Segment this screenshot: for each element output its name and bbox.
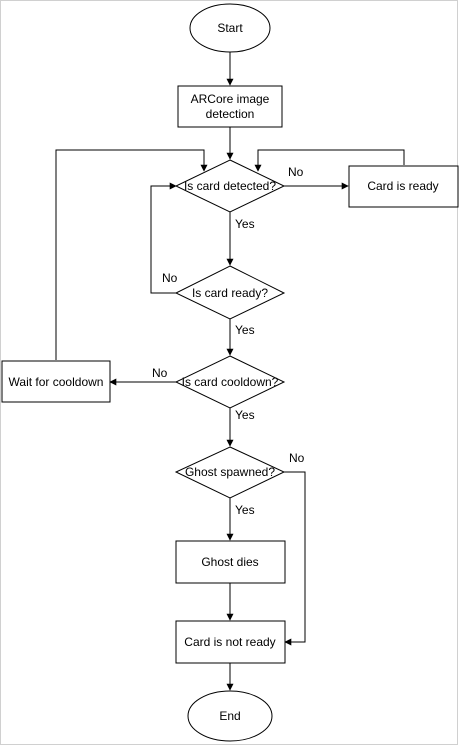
label-no-detected: No <box>288 165 304 179</box>
node-wait-cooldown-label: Wait for cooldown <box>9 375 104 389</box>
node-card-is-ready: Card is ready <box>348 165 459 208</box>
label-yes-ready: Yes <box>235 323 255 337</box>
edge-card-ready-loop-back <box>254 149 405 172</box>
edges <box>55 52 405 691</box>
node-end-label: End <box>219 709 240 723</box>
label-yes-ghost: Yes <box>235 503 255 517</box>
decision-card-detected-label: Is card detected? <box>184 179 276 193</box>
decision-ghost-spawned-label: Ghost spawned? <box>185 465 275 479</box>
decision-card-ready: Is card ready? <box>174 265 286 320</box>
edge-ready-no-loop-back <box>150 182 177 294</box>
node-arcore-detection-line1: ARCore image <box>191 92 270 106</box>
node-arcore-detection-line2: detection <box>206 107 255 121</box>
label-no-cooldown: No <box>152 366 168 380</box>
node-end: End <box>187 690 273 742</box>
decision-card-ready-label: Is card ready? <box>192 286 268 300</box>
node-ghost-dies-label: Ghost dies <box>201 555 258 569</box>
node-ghost-dies: Ghost dies <box>175 540 286 584</box>
decision-card-cooldown: Is card cooldown? <box>174 355 286 409</box>
edge-wait-loop-back <box>55 149 208 360</box>
node-arcore-detection: ARCore image detection <box>177 85 283 128</box>
decision-card-detected: Is card detected? <box>174 159 286 213</box>
node-card-not-ready: Card is not ready <box>175 620 286 664</box>
decision-card-cooldown-label: Is card cooldown? <box>182 375 279 389</box>
node-start-label: Start <box>217 21 243 35</box>
edge-ghost-no-to-not-ready <box>282 471 306 646</box>
label-yes-cooldown: Yes <box>235 408 255 422</box>
label-yes-detected: Yes <box>235 217 255 231</box>
decision-ghost-spawned: Ghost spawned? <box>174 446 286 499</box>
node-card-is-ready-label: Card is ready <box>367 179 438 193</box>
node-card-not-ready-label: Card is not ready <box>184 635 275 649</box>
label-no-ready: No <box>162 271 178 285</box>
node-start: Start <box>189 3 271 53</box>
node-wait-cooldown: Wait for cooldown <box>1 360 111 403</box>
label-no-ghost: No <box>289 451 305 465</box>
